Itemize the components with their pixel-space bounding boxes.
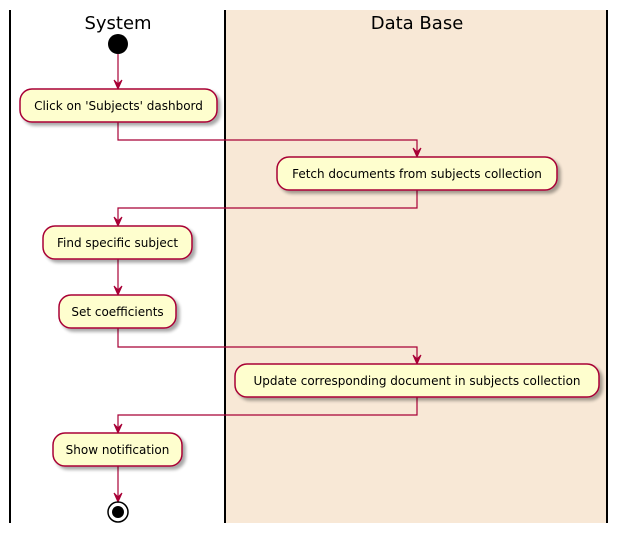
activity-fetch-documents — [276, 156, 558, 191]
activity-label: Fetch documents from subjects collection — [292, 167, 542, 181]
arrowhead — [113, 79, 123, 91]
activity-label: Set coefficients — [71, 305, 163, 319]
arrowhead — [412, 147, 422, 159]
flow-set-to-update — [117, 328, 418, 359]
arrowhead — [113, 216, 123, 228]
flow-arrows — [113, 54, 422, 504]
activity-label: Update corresponding document in subject… — [253, 374, 580, 388]
activity-set-coefficients — [58, 294, 177, 329]
arrowhead — [113, 423, 123, 435]
activity-label: Click on 'Subjects' dashbord — [34, 99, 203, 113]
activity-label: Find specific subject — [57, 236, 178, 250]
arrowhead — [412, 354, 422, 366]
activity-find-subject — [42, 225, 193, 260]
activity-update-document — [234, 363, 600, 398]
activity-click-subjects — [19, 88, 218, 123]
flow-fetch-to-find — [117, 190, 418, 221]
activity-show-notification — [52, 432, 183, 467]
activity-label: Show notification — [66, 443, 170, 457]
flow-update-to-show — [117, 397, 418, 428]
lane-title-system: System — [84, 13, 151, 34]
arrowhead — [113, 492, 123, 504]
start-node — [108, 34, 128, 54]
lane-title-database: Data Base — [371, 13, 464, 34]
end-node — [107, 501, 129, 523]
flow-click-to-fetch — [117, 121, 418, 152]
arrowhead — [113, 285, 123, 297]
database-lane-background — [225, 10, 607, 523]
